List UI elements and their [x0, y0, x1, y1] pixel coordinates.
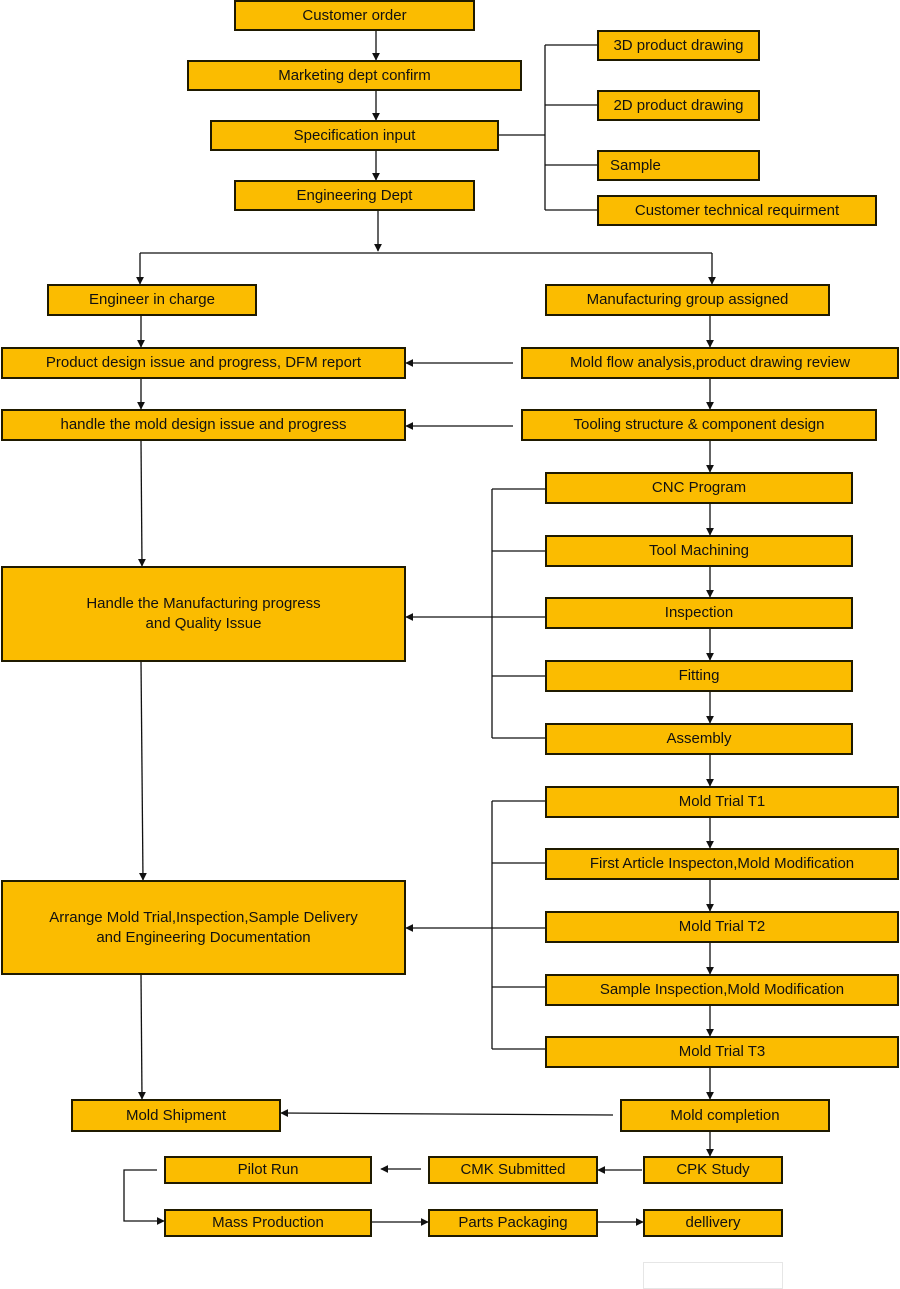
node-cmk-submitted: CMK Submitted: [428, 1156, 598, 1184]
node-handle-manufacturing-line-1: Handle the Manufacturing progress: [86, 595, 321, 612]
node-pilot-run: Pilot Run: [164, 1156, 372, 1184]
node-fitting: Fitting: [545, 660, 853, 692]
node-first-article-inspection: First Article Inspecton,Mold Modificatio…: [545, 848, 899, 880]
node-tooling-structure: Tooling structure & component design: [521, 409, 877, 441]
node-tool-machining: Tool Machining: [545, 535, 853, 567]
node-specification-input: Specification input: [210, 120, 499, 151]
node-sample-inspection: Sample Inspection,Mold Modification: [545, 974, 899, 1006]
node-parts-packaging: Parts Packaging: [428, 1209, 598, 1237]
node-product-design-issue: Product design issue and progress, DFM r…: [1, 347, 406, 379]
node-mold-trial-t1: Mold Trial T1: [545, 786, 899, 818]
node-inspection: Inspection: [545, 597, 853, 629]
node-arrange-mold-trial-line-2: and Engineering Documentation: [96, 928, 311, 946]
arrow-pilot-to-mass-production: [123, 1169, 165, 1225]
node-handle-manufacturing-progress: Handle the Manufacturing progress and Qu…: [1, 566, 406, 662]
node-mold-completion: Mold completion: [620, 1099, 830, 1132]
node-customer-order: Customer order: [234, 0, 475, 31]
node-manufacturing-group-assigned: Manufacturing group assigned: [545, 284, 830, 316]
node-arrange-mold-trial: Arrange Mold Trial,Inspection,Sample Del…: [1, 880, 406, 975]
node-cpk-study: CPK Study: [643, 1156, 783, 1184]
arrow-completion-to-shipment: [280, 1109, 614, 1118]
node-mold-trial-t3: Mold Trial T3: [545, 1036, 899, 1068]
node-engineer-in-charge: Engineer in charge: [47, 284, 257, 316]
node-sample: Sample: [597, 150, 760, 181]
node-mold-trial-t2: Mold Trial T2: [545, 911, 899, 943]
node-3d-product-drawing: 3D product drawing: [597, 30, 760, 61]
arrow-mold-design-to-handle-mfg: [137, 440, 146, 567]
node-delivery: dellivery: [643, 1209, 783, 1237]
node-mold-design-issue: handle the mold design issue and progres…: [1, 409, 406, 441]
empty-placeholder-box: [643, 1262, 783, 1289]
node-2d-product-drawing: 2D product drawing: [597, 90, 760, 121]
arrow-arrange-trial-to-shipment: [137, 973, 146, 1100]
node-assembly: Assembly: [545, 723, 853, 755]
node-customer-technical-requirement: Customer technical requirment: [597, 195, 877, 226]
node-handle-manufacturing-line-2: and Quality Issue: [145, 615, 262, 632]
node-engineering-dept: Engineering Dept: [234, 180, 475, 211]
node-mold-flow-analysis: Mold flow analysis,product drawing revie…: [521, 347, 899, 379]
node-mold-shipment: Mold Shipment: [71, 1099, 281, 1132]
arrow-handle-mfg-to-arrange-trial: [138, 660, 147, 881]
node-arrange-mold-trial-line-1: Arrange Mold Trial,Inspection,Sample Del…: [49, 908, 358, 926]
node-marketing-confirm: Marketing dept confirm: [187, 60, 522, 91]
node-cnc-program: CNC Program: [545, 472, 853, 504]
node-mass-production: Mass Production: [164, 1209, 372, 1237]
